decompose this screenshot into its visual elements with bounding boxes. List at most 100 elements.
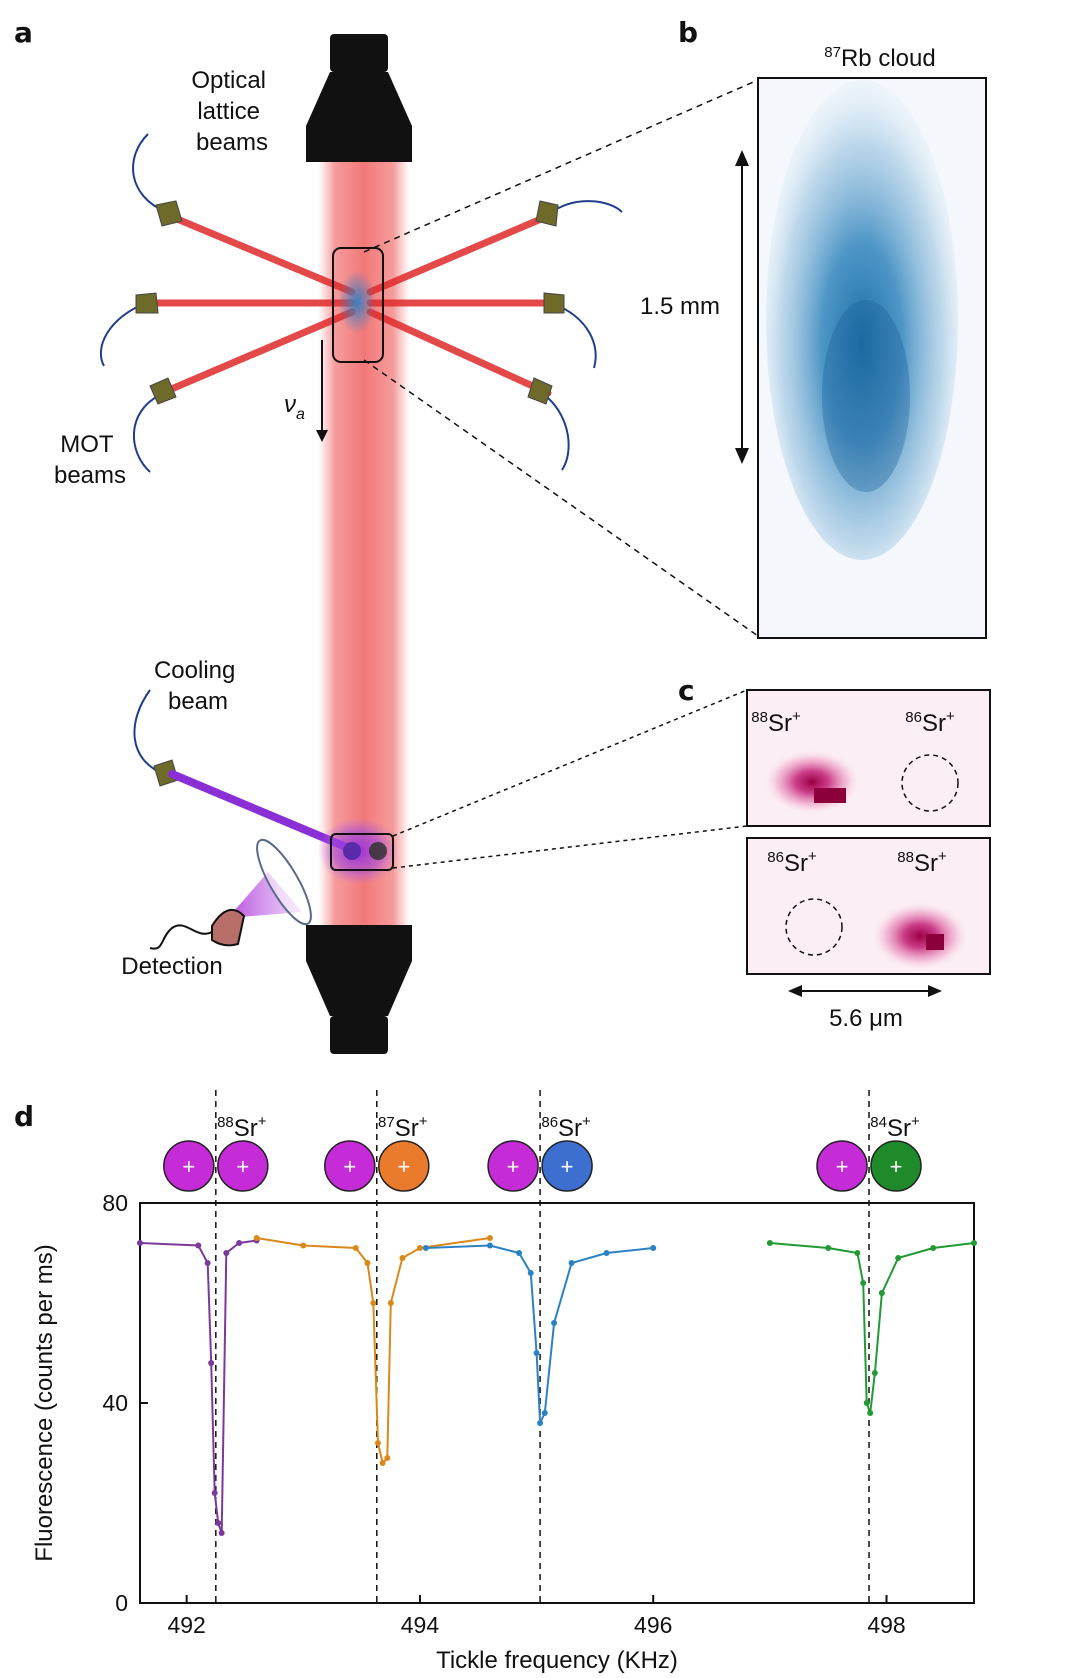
ion-ball xyxy=(816,1140,868,1192)
data-point xyxy=(541,1410,548,1416)
detector-cable xyxy=(149,924,213,950)
bottom-vacuum-flange xyxy=(306,925,412,1054)
ion-ball xyxy=(324,1140,376,1192)
data-point xyxy=(930,1245,937,1251)
data-point xyxy=(603,1250,610,1256)
data-point xyxy=(208,1360,215,1366)
data-point xyxy=(486,1242,493,1249)
rb-cloud-frame xyxy=(757,77,987,639)
label-86sr-top: 86Sr+ xyxy=(905,708,955,737)
data-point xyxy=(384,1455,391,1461)
ion-ball-plus: + xyxy=(182,1154,195,1179)
ion-88-bottom-core xyxy=(926,934,944,950)
ion-pair-label: 86Sr+ xyxy=(541,1113,591,1142)
data-point xyxy=(195,1242,202,1249)
panel-b: b 87Rb cloud 1.5 mm xyxy=(363,16,987,639)
zoom-line-c-top xyxy=(392,689,748,837)
mot-beams-label: MOT beams xyxy=(54,431,126,489)
scale-c-right-head xyxy=(928,985,942,997)
panel-label-c: c xyxy=(678,674,695,707)
data-point xyxy=(379,1460,386,1466)
data-point xyxy=(860,1280,867,1286)
series-line xyxy=(769,1242,975,1414)
data-point xyxy=(399,1255,406,1261)
data-point xyxy=(236,1240,243,1246)
label-88sr-bottom: 88Sr+ xyxy=(897,848,947,877)
data-point xyxy=(854,1250,861,1256)
scale-c-left-head xyxy=(788,985,802,997)
data-point xyxy=(516,1250,523,1256)
panel-label-a: a xyxy=(14,16,33,49)
ion-88-bottom-glow xyxy=(872,902,968,970)
data-point xyxy=(223,1250,230,1256)
ion-88-top-core xyxy=(814,788,846,803)
data-point xyxy=(863,1400,870,1406)
ion-88-top-glow xyxy=(764,750,860,814)
ion-ball-plus: + xyxy=(397,1154,410,1179)
y-tick-label: 40 xyxy=(102,1390,128,1416)
data-point xyxy=(971,1240,977,1246)
data-point xyxy=(370,1300,377,1306)
ion-ball xyxy=(163,1140,215,1192)
top-vacuum-flange xyxy=(306,34,412,162)
ion-left xyxy=(343,842,361,860)
series-line xyxy=(139,1239,257,1534)
data-point xyxy=(300,1242,307,1249)
optical-lattice-label: Optical lattice beams xyxy=(191,67,272,156)
data-point xyxy=(352,1245,359,1251)
detection-label: Detection xyxy=(121,953,222,980)
data-point xyxy=(204,1260,211,1266)
detection-lens xyxy=(256,838,312,926)
ion-ball-plus: + xyxy=(561,1154,574,1179)
ion-inset-box xyxy=(330,833,394,871)
cooling-beam xyxy=(168,770,350,851)
rb-cloud-title: 87Rb cloud xyxy=(824,44,935,72)
data-point xyxy=(871,1370,878,1376)
data-point xyxy=(215,1520,222,1526)
data-point xyxy=(211,1490,218,1496)
ion-ball-plus: + xyxy=(507,1154,520,1179)
panel-a: a xyxy=(14,16,623,1054)
x-tick-label: 494 xyxy=(401,1612,440,1638)
data-point xyxy=(422,1245,429,1251)
ion-ball-plus: + xyxy=(836,1154,849,1179)
x-tick-label: 498 xyxy=(867,1612,905,1638)
zoom-line-b-bottom xyxy=(363,359,759,637)
y-tick-label: 0 xyxy=(115,1590,128,1616)
data-point xyxy=(551,1320,558,1326)
ion-86-top-marker xyxy=(901,754,959,812)
data-point xyxy=(766,1240,773,1246)
data-point xyxy=(895,1255,902,1261)
nu-a-label: νa xyxy=(284,391,305,423)
scale-arrowhead-top xyxy=(735,150,749,166)
detector-icon xyxy=(211,908,246,947)
data-point xyxy=(387,1300,394,1306)
mot-beams-lines xyxy=(148,212,552,397)
ion-ball-plus: + xyxy=(343,1154,356,1179)
ion-ball-plus: + xyxy=(236,1154,249,1179)
data-point xyxy=(650,1245,657,1251)
x-tick-label: 492 xyxy=(167,1612,205,1638)
ion-ball xyxy=(870,1140,922,1192)
ion-86-bottom-marker xyxy=(785,898,843,956)
ion-ball xyxy=(217,1140,269,1192)
rb-cloud-density xyxy=(766,80,958,560)
ion-ball xyxy=(378,1140,430,1192)
panel-label-d: d xyxy=(14,1100,34,1133)
y-axis-label: Fluorescence (counts per ms) xyxy=(31,1244,58,1561)
ion-ball xyxy=(541,1140,593,1192)
panel-c: c 88Sr+ 86Sr+ 86Sr+ 88Sr+ 5.6 μm xyxy=(392,674,991,1032)
ion-pair-label: 84Sr+ xyxy=(870,1113,920,1142)
zoom-line-c-bottom xyxy=(392,825,748,869)
data-point xyxy=(374,1440,381,1446)
ion-ball-plus: + xyxy=(890,1154,903,1179)
y-tick-label: 80 xyxy=(102,1190,128,1216)
cloud-inset-box xyxy=(332,247,384,363)
data-point xyxy=(527,1270,534,1276)
data-point xyxy=(486,1235,493,1241)
data-point xyxy=(253,1235,260,1241)
series-line xyxy=(256,1237,491,1466)
data-point xyxy=(825,1245,832,1251)
